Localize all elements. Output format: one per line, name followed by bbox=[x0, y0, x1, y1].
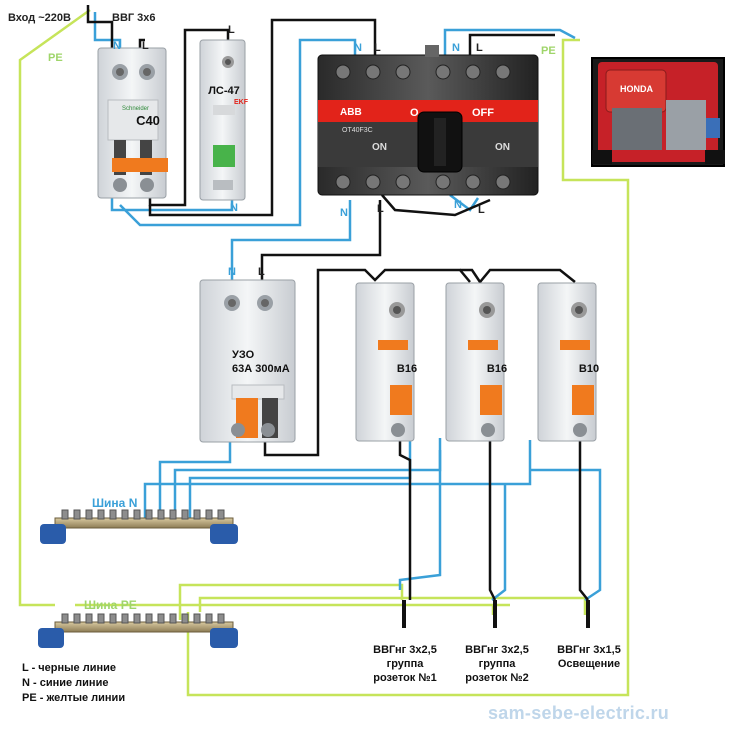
relay-l-label: L bbox=[228, 24, 235, 36]
switch-bottom-l-label: L bbox=[377, 203, 384, 215]
main-n-label: N bbox=[113, 40, 121, 52]
relay-n-label: N bbox=[230, 202, 238, 214]
pe-label-left: PE bbox=[48, 52, 63, 64]
neutral-busbar-label: Шина N bbox=[92, 496, 138, 510]
voltage-relay-brand: EKF bbox=[234, 99, 249, 106]
cable-2-label: ВВГнг 3х2,5 группа розеток №2 bbox=[452, 643, 542, 685]
main-breaker-rating: C40 bbox=[136, 113, 160, 128]
legend-n: N - синие линие bbox=[22, 677, 109, 689]
cable-2-group: группа bbox=[478, 658, 516, 670]
input-cable-label: ВВГ 3х6 bbox=[112, 12, 156, 24]
changeover-switch: ABB O OFF OT40F3C ON ON bbox=[317, 45, 539, 196]
cable-1-type: ВВГнг 3х2,5 bbox=[373, 644, 437, 656]
breaker-1: B16 bbox=[355, 282, 417, 442]
breaker-3-rating: B10 bbox=[579, 363, 599, 375]
breaker-2-rating: B16 bbox=[487, 363, 507, 375]
main-breaker-brand: Schneider bbox=[122, 106, 149, 112]
switch-on-right: ON bbox=[495, 142, 510, 153]
rcd-n-label: N bbox=[228, 266, 236, 278]
switch-off-symbol: O bbox=[410, 107, 419, 119]
cable-1-label: ВВГнг 3х2,5 группа розеток №1 bbox=[360, 643, 450, 685]
ground-busbar bbox=[38, 613, 238, 648]
cable-2-type: ВВГнг 3х2,5 bbox=[465, 644, 529, 656]
pe-label-right: PE bbox=[541, 45, 556, 57]
switch-on-left: ON bbox=[372, 142, 387, 153]
switch-model: OT40F3C bbox=[342, 127, 373, 134]
site-watermark: sam-sebe-electric.ru bbox=[488, 703, 670, 723]
rcd-l-label: L bbox=[258, 266, 265, 278]
rcd: УЗО 63А 300мА bbox=[199, 279, 296, 443]
voltage-relay-name: ЛС-47 bbox=[208, 85, 240, 97]
cable-3-group: Освещение bbox=[557, 658, 621, 670]
ground-busbar-label: Шина PE bbox=[84, 598, 137, 612]
switch-bottom-l2-label: L bbox=[478, 204, 485, 216]
legend: L - черные линие N - синие линие PE - же… bbox=[22, 661, 125, 706]
cable-3-label: ВВГнг 3х1,5 Освещение bbox=[544, 643, 634, 671]
breaker-1-rating: B16 bbox=[397, 363, 417, 375]
breaker-3: B10 bbox=[537, 282, 599, 442]
switch-off-text: OFF bbox=[472, 107, 494, 119]
switch-top-l-label: L bbox=[374, 42, 381, 54]
cable-3-type: ВВГнг 3х1,5 bbox=[557, 644, 621, 656]
generator: HONDA bbox=[591, 57, 725, 167]
input-label: Вход ~220В bbox=[8, 12, 71, 24]
rcd-rating: 63А 300мА bbox=[232, 363, 290, 375]
rcd-name: УЗО bbox=[232, 349, 255, 361]
n-wires bbox=[93, 12, 602, 602]
cable-1-group: группа bbox=[386, 658, 424, 670]
neutral-busbar bbox=[40, 509, 238, 544]
main-l-label: L bbox=[142, 40, 149, 52]
generator-brand: HONDA bbox=[620, 84, 653, 94]
switch-bottom-n-label: N bbox=[340, 207, 348, 219]
cable-1-target: розеток №1 bbox=[373, 672, 437, 684]
breaker-2: B16 bbox=[445, 282, 507, 442]
switch-top-n2-label: N bbox=[452, 42, 460, 54]
switch-brand: ABB bbox=[340, 107, 362, 118]
main-breaker: C40 Schneider bbox=[97, 47, 168, 199]
legend-pe: PE - желтые линии bbox=[22, 692, 126, 704]
switch-bottom-n2-label: N bbox=[454, 199, 462, 211]
switch-top-n-label: N bbox=[354, 42, 362, 54]
voltage-relay: ЛС-47 EKF bbox=[199, 39, 249, 201]
switch-top-l2-label: L bbox=[476, 42, 483, 54]
legend-l: L - черные линие bbox=[22, 662, 117, 674]
l-wires bbox=[86, 5, 590, 628]
cable-2-target: розеток №2 bbox=[465, 672, 529, 684]
